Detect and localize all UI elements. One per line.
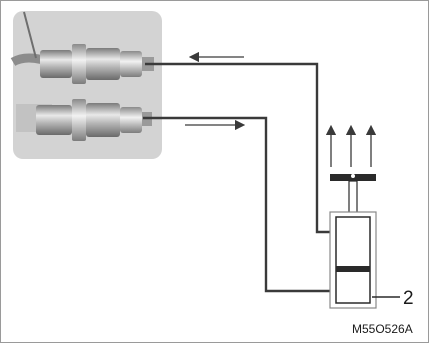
piston-head	[336, 266, 370, 272]
callout-number: 2	[403, 288, 414, 309]
photo-background	[13, 11, 162, 159]
coupler-photo	[13, 11, 162, 159]
figure-reference-code: M55O526A	[352, 322, 413, 336]
cylinder-bore	[336, 217, 370, 303]
